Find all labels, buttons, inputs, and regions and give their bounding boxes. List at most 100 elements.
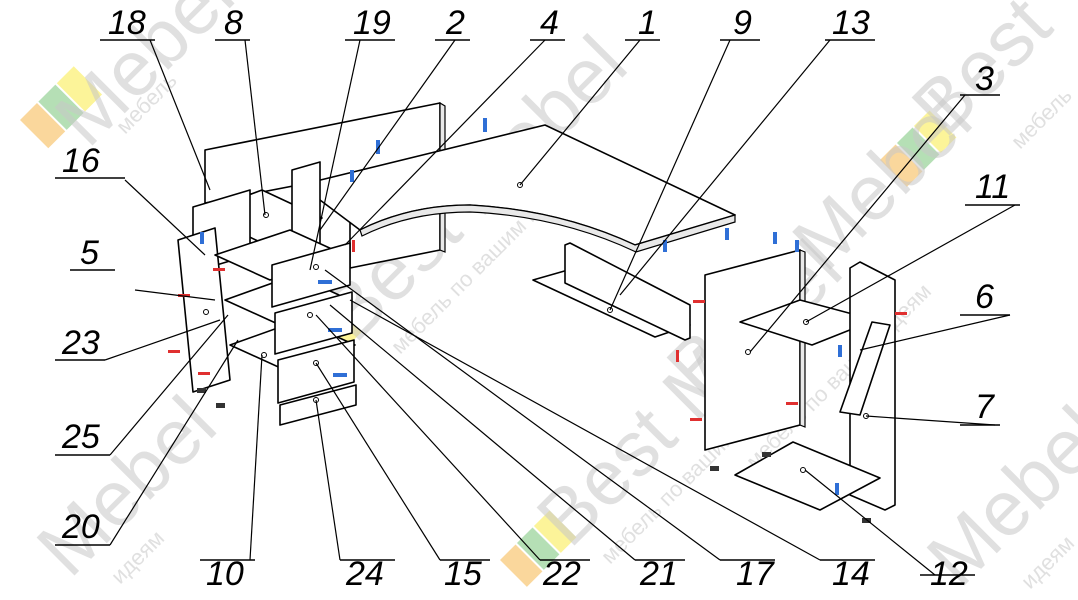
callout-24: 24	[340, 555, 395, 593]
dowel-pin-icon	[676, 350, 679, 362]
callout-11: 11	[965, 168, 1020, 206]
dowel-pin-icon	[693, 300, 705, 303]
callout-6-label: 6	[975, 278, 994, 316]
callout-22: 22	[540, 555, 590, 593]
callout-19: 19	[345, 4, 395, 42]
screw-icon	[835, 483, 839, 495]
callout-4-label: 4	[540, 4, 559, 42]
callout-14: 14	[820, 555, 875, 593]
callout-17-label: 17	[736, 555, 775, 593]
callout-8: 8	[215, 4, 250, 42]
callout-24-label: 24	[345, 555, 384, 593]
leader-lines	[104, 39, 1016, 576]
callout-10-label: 10	[206, 555, 244, 593]
drawer-front-4	[279, 384, 357, 426]
screw-icon	[773, 232, 777, 244]
screw-icon	[838, 345, 842, 357]
callout-15-label: 15	[444, 555, 482, 593]
callout-1: 1	[625, 4, 660, 42]
support-bracket	[839, 321, 891, 416]
tabletop-edge	[359, 204, 736, 253]
callout-18: 18	[100, 4, 155, 42]
screw-icon	[483, 118, 487, 132]
callout-14-label: 14	[832, 555, 870, 593]
callout-13-label: 13	[832, 4, 870, 42]
parts-layer	[177, 101, 896, 511]
callout-18-label: 18	[108, 4, 146, 42]
callout-23: 23	[55, 324, 105, 362]
dowel-pin-icon	[690, 418, 702, 421]
callout-7-label: 7	[975, 388, 995, 426]
hole-marker	[745, 349, 751, 355]
foot-pad-icon	[197, 388, 206, 393]
dowel-pin-icon	[178, 294, 190, 297]
dowel-pin-icon	[168, 350, 180, 353]
hole-marker	[307, 312, 313, 318]
callout-17: 17	[720, 555, 775, 593]
callout-7: 7	[960, 388, 1000, 426]
foot-pad-icon	[862, 518, 871, 523]
callout-12-label: 12	[930, 555, 968, 593]
hole-marker	[800, 467, 806, 473]
callout-13: 13	[825, 4, 875, 42]
callout-2-label: 2	[445, 4, 465, 42]
drawer-front-3	[277, 339, 355, 404]
dowel-pin-icon	[198, 372, 210, 375]
screw-icon	[795, 240, 799, 252]
dowel-pin-icon	[786, 402, 798, 405]
callout-4: 4	[530, 4, 565, 42]
watermark-logo-icon	[880, 110, 957, 187]
callout-9: 9	[720, 4, 760, 42]
callout-23-label: 23	[61, 324, 100, 362]
foot-pad-icon	[710, 466, 719, 471]
callout-16-label: 16	[62, 142, 100, 180]
callout-2: 2	[435, 4, 470, 42]
callout-3-label: 3	[975, 60, 994, 98]
screw-icon	[663, 240, 667, 252]
callout-labels: 18 8 19 2 4 1 9 13	[55, 4, 1020, 593]
drawer-front-1	[271, 242, 351, 308]
screw-icon	[318, 280, 332, 284]
callout-15: 15	[440, 555, 490, 593]
callout-8-label: 8	[224, 4, 243, 42]
hole-marker	[203, 309, 209, 315]
hole-marker	[313, 264, 319, 270]
screw-icon	[200, 232, 204, 244]
screw-icon	[725, 228, 729, 240]
callout-9-label: 9	[733, 4, 752, 42]
callout-21-label: 21	[639, 555, 678, 593]
callout-10: 10	[200, 555, 255, 593]
callout-6: 6	[960, 278, 1010, 316]
callout-3: 3	[960, 60, 1000, 98]
callout-22-label: 22	[542, 555, 581, 593]
callout-12: 12	[920, 555, 975, 593]
right-side-panel	[704, 249, 801, 451]
screw-icon	[350, 170, 354, 182]
callout-20: 20	[55, 508, 110, 546]
callout-11-label: 11	[975, 168, 1010, 206]
dowel-pin-icon	[352, 240, 355, 252]
screw-icon	[333, 373, 347, 377]
watermark-brand-center-right: Best Mebel	[650, 74, 988, 412]
watermark-layer: Mebel мебель Best мебель Best Mebel мебе…	[20, 0, 1078, 600]
callout-19-label: 19	[353, 4, 391, 42]
callout-25-label: 25	[61, 418, 100, 456]
watermark-tagline-top-right: мебель	[1006, 83, 1077, 154]
dowel-pin-icon	[895, 312, 907, 315]
screw-icon	[328, 328, 342, 332]
foot-pad-icon	[216, 403, 225, 408]
bottom-base-shelf	[734, 441, 881, 511]
dowel-pin-icon	[213, 268, 225, 271]
callout-5-label: 5	[80, 234, 99, 272]
watermark-logo-icon	[19, 66, 103, 149]
callout-16: 16	[55, 142, 125, 180]
callout-25: 25	[55, 418, 110, 456]
keyboard-shelf-back	[564, 242, 691, 341]
foot-pad-icon	[762, 452, 771, 457]
callout-21: 21	[635, 555, 685, 593]
screw-icon	[376, 140, 380, 154]
callout-5: 5	[70, 234, 115, 272]
callout-1-label: 1	[638, 4, 657, 42]
callout-20-label: 20	[61, 508, 100, 546]
